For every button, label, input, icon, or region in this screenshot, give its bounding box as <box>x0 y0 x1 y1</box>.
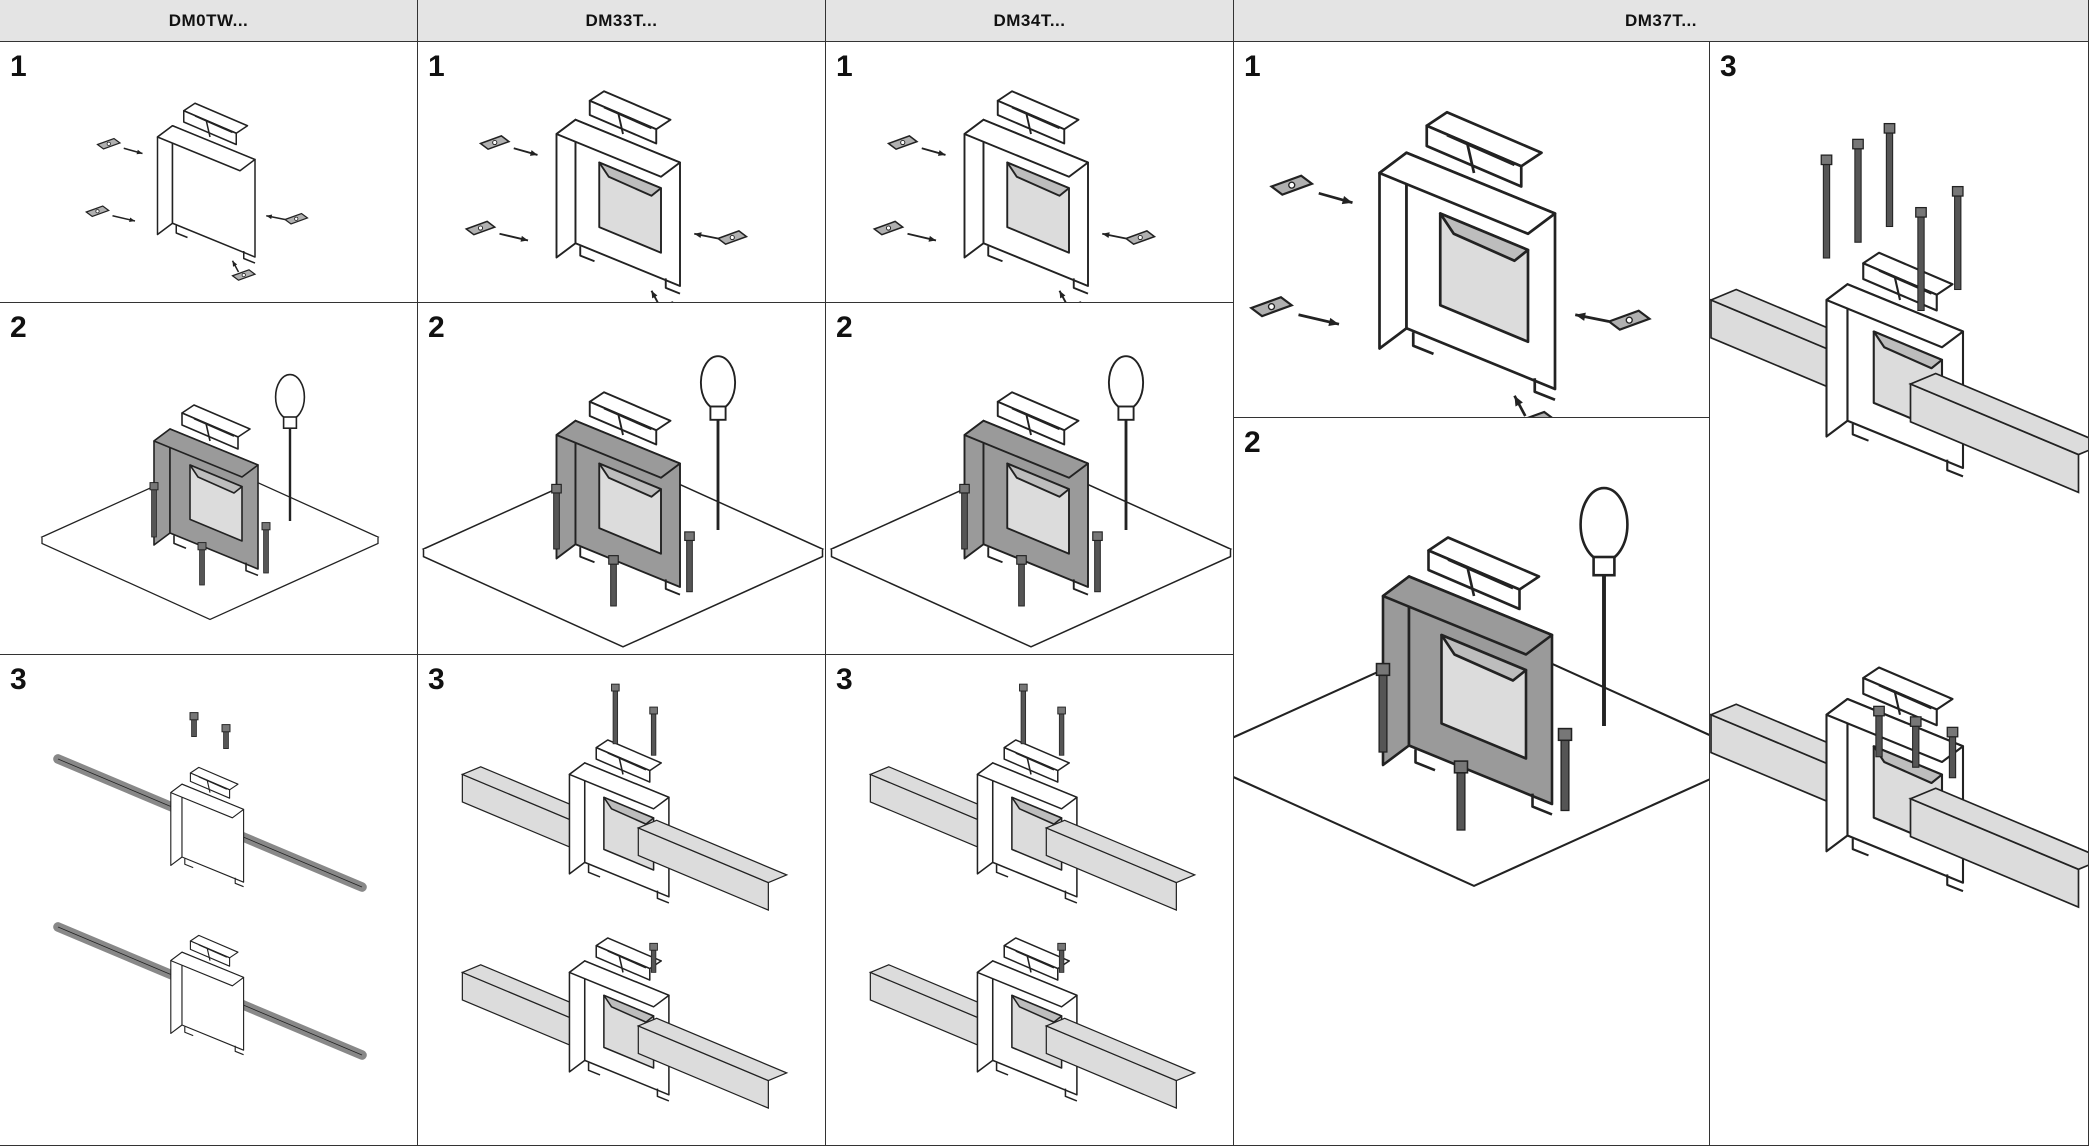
panel-dm0tw-step2: 2 <box>0 303 418 655</box>
panel-dm0tw-step3: 3 <box>0 655 418 1146</box>
panel-dm33t-step2: 2 <box>418 303 826 655</box>
column-header-dm0tw: DM0TW... <box>0 0 418 42</box>
step-number: 3 <box>10 663 27 696</box>
panel-dm37t-step2: 2 <box>1234 418 1710 1146</box>
ct-body-illustration <box>85 102 309 281</box>
column-header-dm37t: DM37T... <box>1234 0 2089 42</box>
panel-dm37t-step1: 1 <box>1234 42 1710 418</box>
panel-dm34t-step2: 2 <box>826 303 1234 655</box>
step-number: 3 <box>428 663 445 696</box>
column-header-dm33t: DM33T... <box>418 0 826 42</box>
column-header-dm34t: DM34T... <box>826 0 1234 42</box>
panel-dm0tw-step1: 1 <box>0 42 418 303</box>
step-number: 2 <box>836 311 853 344</box>
step-number: 1 <box>836 50 853 83</box>
panel-dm34t-step1: 1 <box>826 42 1234 303</box>
panel-mount-illustration <box>1234 486 1709 888</box>
panel-mount-illustration <box>421 355 825 648</box>
step-number: 1 <box>1244 50 1261 83</box>
ct-body-illustration <box>1249 110 1652 417</box>
ct-body-illustration <box>464 90 749 302</box>
step-number: 1 <box>10 50 27 83</box>
step-number: 3 <box>1720 50 1737 83</box>
step-number: 2 <box>1244 426 1261 459</box>
panel-mount-illustration <box>40 373 380 621</box>
panel-dm34t-step3: 3 <box>826 655 1234 1146</box>
step-number: 3 <box>836 663 853 696</box>
ct-body-illustration <box>872 90 1157 302</box>
step-number: 1 <box>428 50 445 83</box>
panel-dm33t-step3: 3 <box>418 655 826 1146</box>
panel-dm33t-step1: 1 <box>418 42 826 303</box>
busbar-mount-illustration <box>460 683 789 1110</box>
step-number: 2 <box>10 311 27 344</box>
busbar-mount-illustration <box>1710 122 2088 909</box>
step-number: 2 <box>428 311 445 344</box>
panel-dm37t-step3: 3 <box>1710 42 2089 1146</box>
panel-mount-illustration <box>829 355 1233 648</box>
busbar-mount-illustration <box>868 683 1197 1110</box>
cable-mount-illustration <box>53 712 367 1060</box>
